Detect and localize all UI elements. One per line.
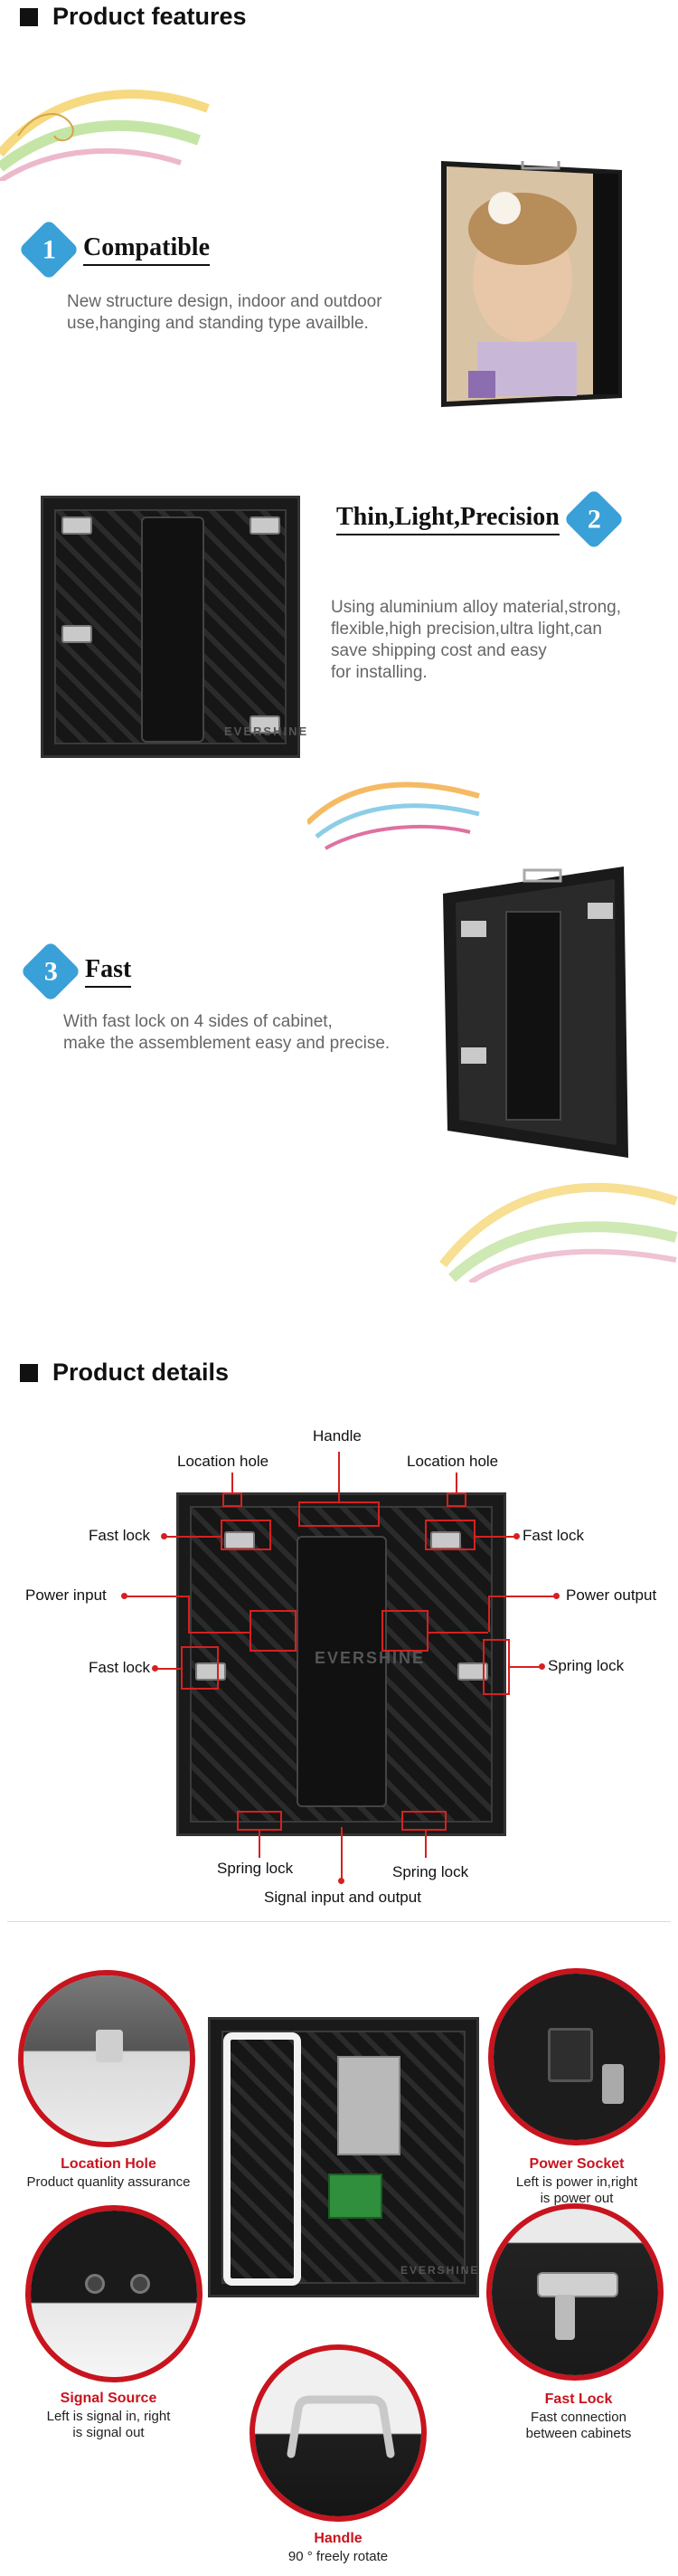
header-square-icon [20,1363,38,1382]
feature-1-desc: New structure design, indoor and outdoor… [67,292,382,333]
callout-fast-lock-left-mid: Fast lock [89,1659,151,1676]
cabinet-back-image: EVERSHINE [41,496,306,758]
location-hole-circle [18,1970,195,2147]
power-socket-title: Power Socket [529,2156,625,2172]
swirl-decoration-icon [0,90,210,181]
callout-fast-lock-right-top: Fast lock [523,1527,585,1544]
callout-location-hole-left: Location hole [177,1453,269,1470]
callout-power-output: Power output [566,1586,657,1604]
feature-3-desc: With fast lock on 4 sides of cabinet, ma… [63,1012,391,1053]
spring-lock-box-bottom-right [401,1811,447,1831]
fast-lock-circle [486,2203,664,2381]
location-hole-box-left [222,1492,242,1507]
feature-number-icon: 1 [18,219,80,280]
location-hole-title: Location Hole [61,2156,156,2172]
callout-location-hole-right: Location hole [407,1453,499,1470]
signal-source-circle [25,2205,202,2382]
signal-source-desc: Left is signal in, right is signal out [46,2409,171,2440]
power-output-box [381,1610,428,1652]
signal-source-title: Signal Source [60,2391,157,2406]
fast-lock-box-left [221,1520,271,1550]
callout-fast-lock-left-top: Fast lock [89,1527,151,1544]
display-panel-image [441,157,631,407]
location-hole-box-right [447,1492,466,1507]
location-hole-desc: Product quanlity assurance [26,2174,191,2190]
spring-lock-box-right [483,1639,510,1695]
feature-1-badge: 1 Compatible [18,219,210,280]
swirl-decoration-icon [307,781,480,850]
handle-box [298,1501,380,1527]
fast-lock-box-right [425,1520,476,1550]
callout-spring-lock-right: Spring lock [548,1657,625,1674]
feature-number-icon: 2 [562,488,625,550]
header-square-icon [20,7,38,26]
fast-lock-title: Fast Lock [544,2391,613,2407]
spring-lock-box-bottom-left [237,1811,282,1831]
handle-desc: 90 ° freely rotate [287,2549,389,2564]
fast-lock-desc: Fast connection between cabinets [525,2410,632,2441]
details-header: Product details [20,1359,229,1387]
handle-circle [250,2344,427,2522]
power-input-box [250,1610,297,1652]
feature-3-badge: 3 Fast [20,941,132,1002]
callout-signal-io: Signal input and output [264,1889,421,1906]
callout-spring-lock-bottom-left: Spring lock [217,1860,294,1877]
callout-handle: Handle [313,1427,362,1444]
feature-number-icon: 3 [20,941,81,1002]
power-socket-circle [488,1968,665,2145]
cabinet-open-image: EVERSHINE [208,2017,479,2297]
section-divider [7,1921,671,1922]
feature-2-desc: Using aluminium alloy material,strong, f… [331,598,622,682]
callout-spring-lock-bottom-right: Spring lock [392,1863,469,1880]
cabinet-side-image [443,867,633,1158]
features-header: Product features [20,3,247,31]
swirl-decoration-icon [439,1182,678,1283]
callout-power-input: Power input [25,1586,107,1604]
power-socket-desc: Left is power in,right is power out [515,2174,638,2206]
feature-2-badge: 2 Thin,Light,Precision [336,488,625,550]
handle-title: Handle [314,2531,363,2546]
fast-lock-box-mid [181,1646,219,1690]
